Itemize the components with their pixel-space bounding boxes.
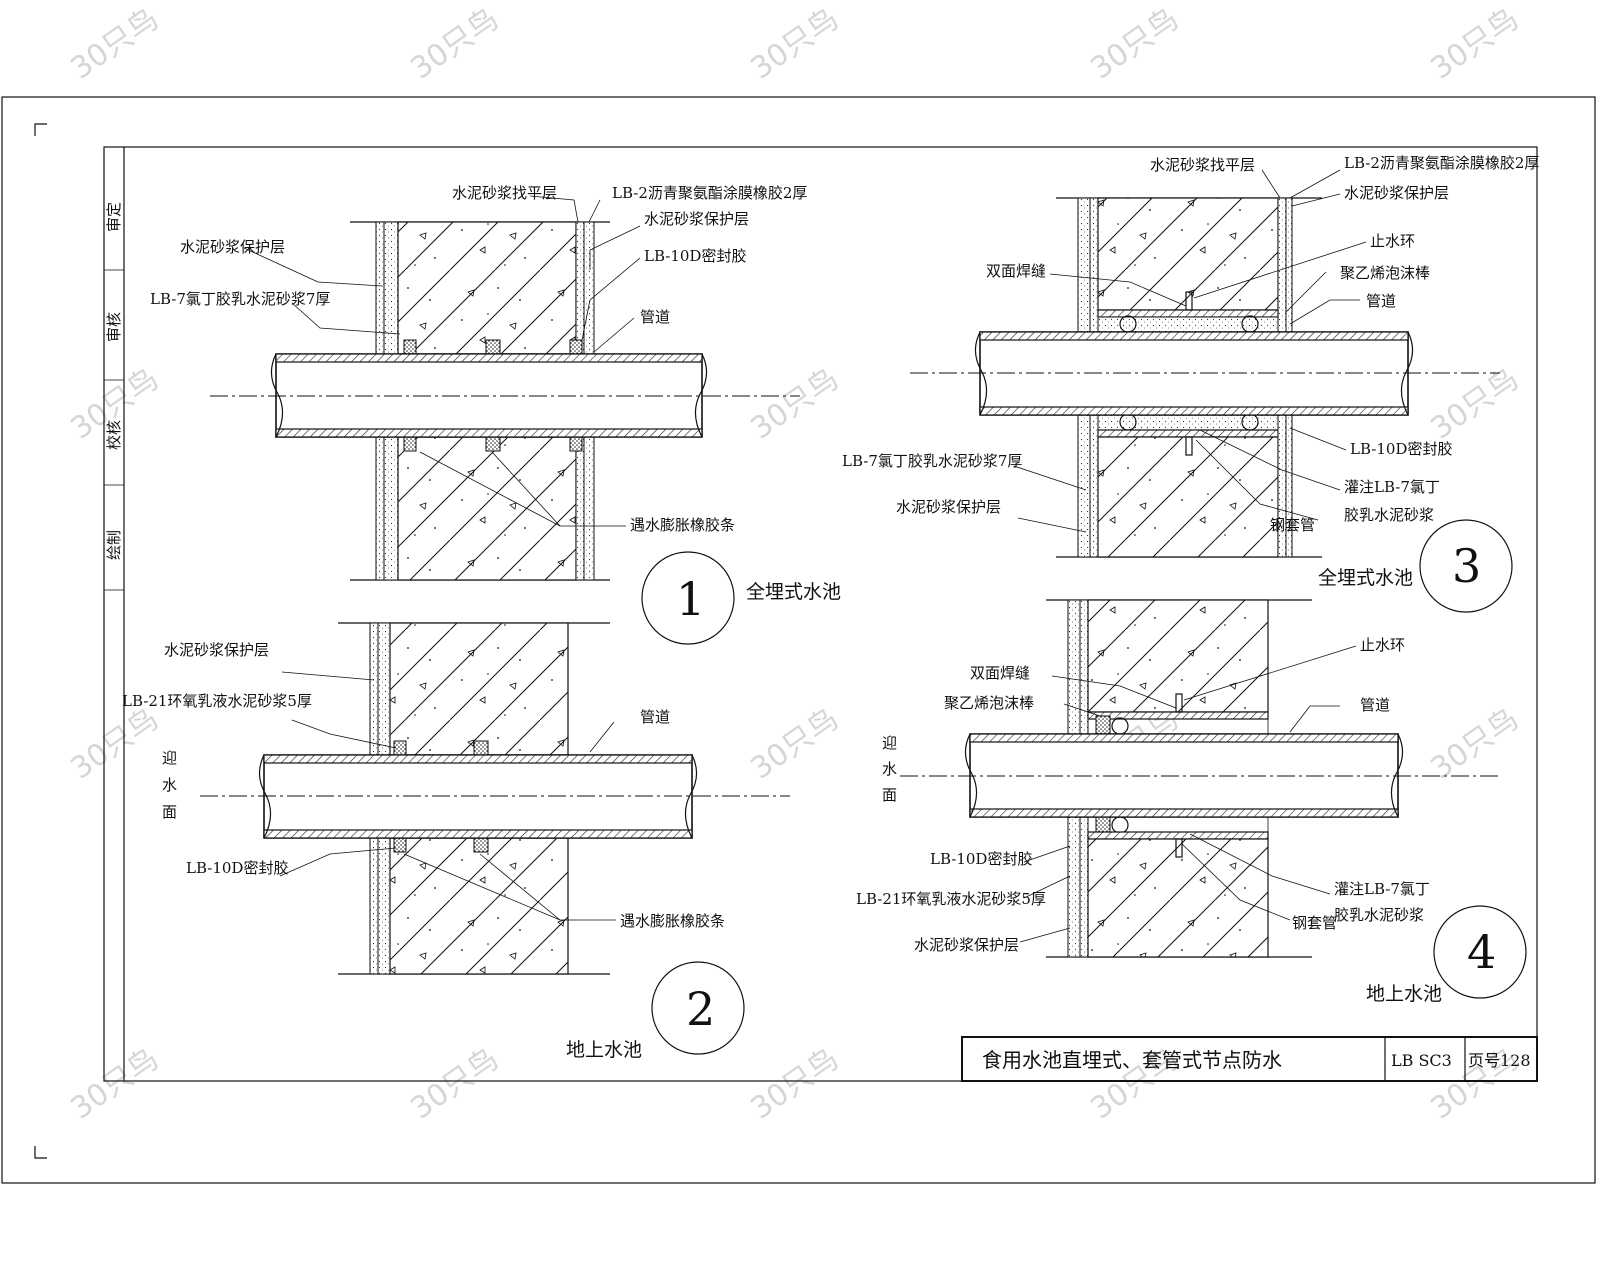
watermark-text: 30只鸟 bbox=[1425, 702, 1526, 787]
sig-approve: 审定 bbox=[105, 202, 123, 232]
d3-leveling: 水泥砂浆找平层 bbox=[1150, 156, 1255, 174]
drawing-frame bbox=[103, 146, 1538, 1082]
d1-sealant: LB-10D密封胶 bbox=[644, 247, 746, 265]
d3-protect-top: 水泥砂浆保护层 bbox=[1344, 184, 1449, 202]
watermark-text: 30只鸟 bbox=[745, 702, 846, 787]
corner-mark-tl bbox=[34, 123, 47, 136]
d2-swell-strip: 遇水膨胀橡胶条 bbox=[620, 912, 725, 930]
d2-number-circle bbox=[651, 961, 745, 1055]
d2-water-face-1: 迎 bbox=[162, 749, 177, 767]
d1-top-membrane: LB-2沥青聚氨酯涂膜橡胶2厚 bbox=[612, 184, 807, 202]
d1-number-circle bbox=[641, 551, 735, 645]
d1-swell-strip: 遇水膨胀橡胶条 bbox=[630, 516, 735, 534]
d4-water-face-1: 迎 bbox=[882, 734, 897, 752]
page-number: 页号128 bbox=[1468, 1051, 1531, 1070]
d3-grout-1: 灌注LB-7氯丁 bbox=[1344, 478, 1440, 496]
d2-number: 2 bbox=[686, 982, 715, 1036]
d4-sealant: LB-10D密封胶 bbox=[930, 850, 1032, 868]
sig-review: 审核 bbox=[105, 312, 123, 342]
d1-top-leveling: 水泥砂浆找平层 bbox=[452, 184, 557, 202]
drawing-code: LB SC3 bbox=[1391, 1051, 1452, 1070]
watermark-text: 30只鸟 bbox=[405, 1042, 506, 1127]
d2-mortar: LB-21环氧乳液水泥砂浆5厚 bbox=[122, 692, 312, 710]
d4-protect: 水泥砂浆保护层 bbox=[914, 936, 1019, 954]
watermark-text: 30只鸟 bbox=[65, 2, 166, 87]
d3-protect-bottom: 水泥砂浆保护层 bbox=[896, 498, 1001, 516]
d3-grout-2: 胶乳水泥砂浆 bbox=[1344, 506, 1434, 524]
d4-mortar: LB-21环氧乳液水泥砂浆5厚 bbox=[856, 890, 1046, 908]
d4-water-face-3: 面 bbox=[882, 786, 897, 804]
d3-pe-foam: 聚乙烯泡沫棒 bbox=[1340, 264, 1430, 282]
sig-check: 校核 bbox=[105, 420, 123, 450]
d4-grout-2: 胶乳水泥砂浆 bbox=[1334, 906, 1424, 924]
corner-mark-bl bbox=[34, 1146, 47, 1159]
sig-draw: 绘制 bbox=[105, 530, 123, 560]
d4-grout-1: 灌注LB-7氯丁 bbox=[1334, 880, 1430, 898]
signature-column: 审定 审核 校核 绘制 bbox=[104, 202, 124, 591]
d3-membrane: LB-2沥青聚氨酯涂膜橡胶2厚 bbox=[1344, 154, 1539, 172]
d4-double-weld: 双面焊缝 bbox=[970, 664, 1030, 682]
detail-3: 水泥砂浆找平层 LB-2沥青聚氨酯涂膜橡胶2厚 水泥砂浆保护层 止水环 双面焊缝… bbox=[842, 154, 1539, 613]
d4-number-circle bbox=[1433, 905, 1527, 999]
d4-pe-foam: 聚乙烯泡沫棒 bbox=[944, 694, 1034, 712]
d1-caption: 全埋式水池 bbox=[746, 581, 841, 603]
watermark-text: 30只鸟 bbox=[745, 1042, 846, 1127]
title-block: 食用水池直埋式、套管式节点防水 LB SC3 页号128 bbox=[961, 1036, 1538, 1082]
d1-number: 1 bbox=[676, 572, 705, 626]
d4-water-stop-ring: 止水环 bbox=[1360, 636, 1405, 654]
d2-sealant: LB-10D密封胶 bbox=[186, 859, 288, 877]
d3-mortar: LB-7氯丁胶乳水泥砂浆7厚 bbox=[842, 452, 1022, 470]
d3-caption: 全埋式水池 bbox=[1318, 567, 1413, 589]
watermark-text: 30只鸟 bbox=[405, 2, 506, 87]
detail-1: 水泥砂浆找平层 LB-2沥青聚氨酯涂膜橡胶2厚 水泥砂浆保护层 LB-10D密封… bbox=[150, 184, 841, 645]
d3-double-weld: 双面焊缝 bbox=[986, 262, 1046, 280]
d1-pipe: 管道 bbox=[640, 308, 670, 326]
d3-pipe: 管道 bbox=[1366, 292, 1396, 310]
detail-4: 止水环 双面焊缝 聚乙烯泡沫棒 管道 迎 水 面 LB-10D密封胶 LB-21… bbox=[856, 599, 1527, 1005]
d2-caption: 地上水池 bbox=[566, 1039, 642, 1061]
d1-protect-left: 水泥砂浆保护层 bbox=[180, 238, 285, 256]
d2-pipe: 管道 bbox=[640, 708, 670, 726]
d4-pipe: 管道 bbox=[1360, 696, 1390, 714]
d4-caption: 地上水池 bbox=[1366, 983, 1442, 1005]
d4-steel-sleeve: 钢套管 bbox=[1292, 914, 1337, 932]
d2-water-face-2: 水 bbox=[162, 776, 177, 794]
d3-number: 3 bbox=[1452, 539, 1481, 593]
watermark-text: 30只鸟 bbox=[1085, 2, 1186, 87]
d3-number-circle bbox=[1419, 519, 1513, 613]
sheet-border bbox=[1, 96, 1596, 1184]
d3-water-stop-ring: 止水环 bbox=[1370, 232, 1415, 250]
d1-top-protect-right: 水泥砂浆保护层 bbox=[644, 210, 749, 228]
detail-2: 水泥砂浆保护层 LB-21环氧乳液水泥砂浆5厚 管道 迎 水 面 LB-10D密… bbox=[122, 622, 790, 1061]
d4-number: 4 bbox=[1467, 925, 1496, 979]
d2-protect: 水泥砂浆保护层 bbox=[164, 641, 269, 659]
watermark-text: 30只鸟 bbox=[65, 1042, 166, 1127]
d2-water-face-3: 面 bbox=[162, 803, 177, 821]
watermark-text: 30只鸟 bbox=[745, 362, 846, 447]
d1-mortar-left: LB-7氯丁胶乳水泥砂浆7厚 bbox=[150, 290, 330, 308]
drawing-title: 食用水池直埋式、套管式节点防水 bbox=[982, 1048, 1282, 1072]
d4-water-face-2: 水 bbox=[882, 760, 897, 778]
watermark-text: 30只鸟 bbox=[65, 702, 166, 787]
watermark-text: 30只鸟 bbox=[1425, 2, 1526, 87]
watermark-text: 30只鸟 bbox=[745, 2, 846, 87]
d3-steel-sleeve: 钢套管 bbox=[1270, 516, 1315, 534]
watermark-layer: 30只鸟 30只鸟 30只鸟 30只鸟 30只鸟 30只鸟 30只鸟 30只鸟 30只鸟 30只鸟… bbox=[65, 2, 1526, 1127]
d3-sealant: LB-10D密封胶 bbox=[1350, 440, 1452, 458]
watermark-text: 30只鸟 bbox=[1425, 362, 1526, 447]
